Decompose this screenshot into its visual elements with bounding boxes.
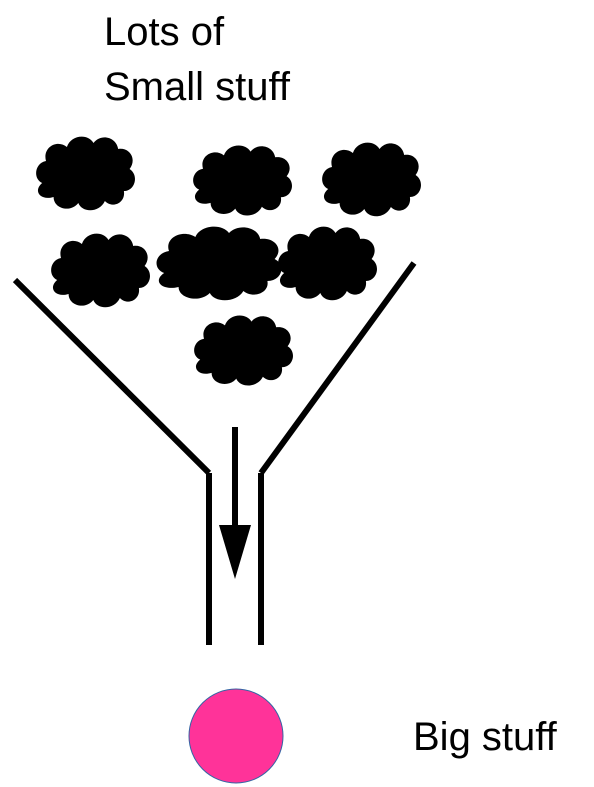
- cloud-icon: [156, 226, 282, 301]
- cloud-icon: [322, 142, 421, 217]
- funnel-icon: [12, 261, 417, 645]
- funnel-right-slope: [258, 261, 417, 475]
- bottom-label: Big stuff: [413, 715, 558, 759]
- cloud-icon: [51, 233, 150, 308]
- circle-icon: [188, 688, 284, 784]
- cloud-icon: [194, 315, 293, 386]
- top-label-line1: Lots of: [104, 10, 225, 54]
- funnel-left-slope: [12, 277, 212, 476]
- cloud-icon: [36, 136, 135, 211]
- top-label-line2: Small stuff: [104, 65, 291, 109]
- cloud-icon: [278, 226, 377, 301]
- down-arrow-icon: [219, 427, 251, 579]
- cloud-icon: [193, 145, 292, 216]
